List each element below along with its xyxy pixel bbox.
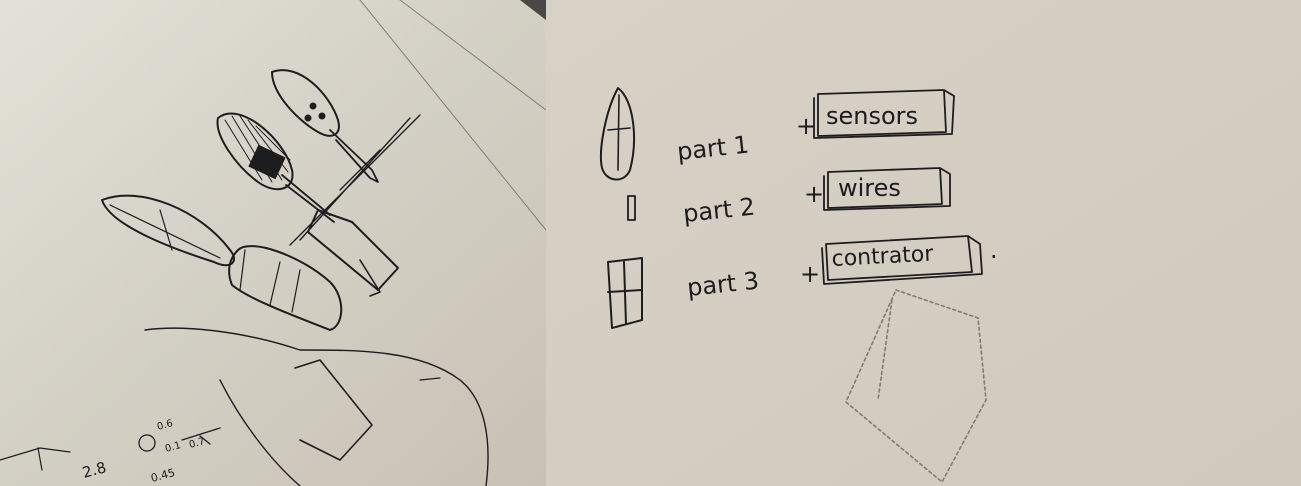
plus-sign: + xyxy=(800,260,820,288)
right-sketch-photo: part 1 + sensors part 2 + wires part 3 +… xyxy=(546,0,1301,486)
plus-sign: + xyxy=(796,112,816,140)
left-sketch-canvas: 2.8 0.6 0.1 0.7 0.45 xyxy=(0,0,546,486)
left-sketch-photo: 2.8 0.6 0.1 0.7 0.45 xyxy=(0,0,546,486)
component-label: sensors xyxy=(826,102,918,130)
right-sketch-canvas: part 1 + sensors part 2 + wires part 3 +… xyxy=(546,0,1301,486)
trailing-mark: . xyxy=(990,236,998,264)
plus-sign: + xyxy=(804,180,824,208)
component-label: wires xyxy=(838,174,901,202)
